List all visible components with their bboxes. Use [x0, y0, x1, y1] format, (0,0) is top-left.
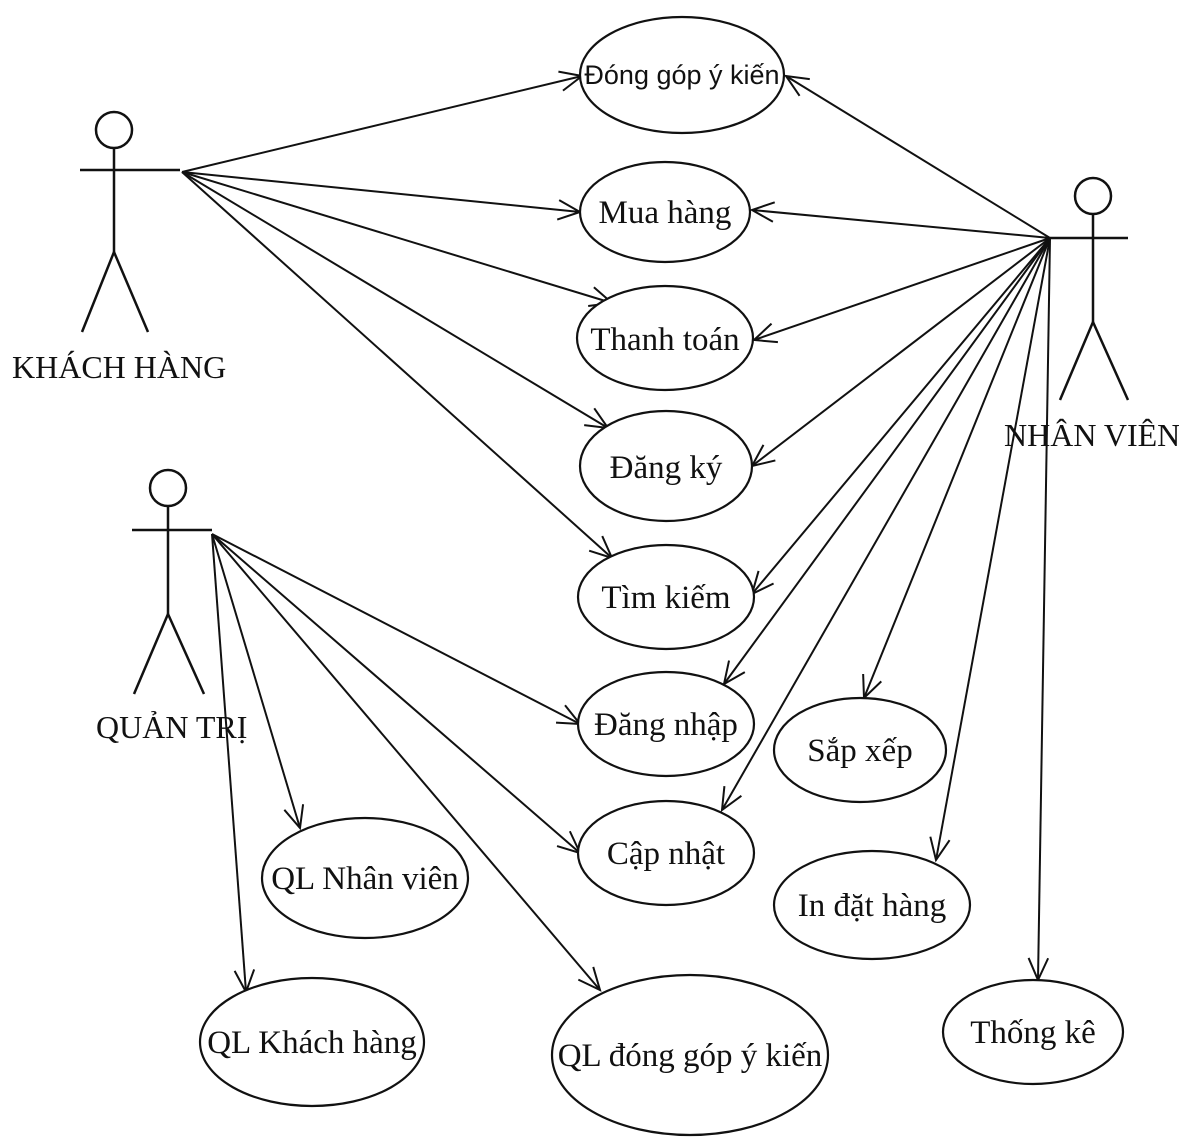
association-nhan_vien-tim_kiem [750, 237, 1051, 596]
association-quan_tri-ql_dong_gop_y_kien [211, 533, 602, 992]
use-case-ql-khach-hang: QL Khách hàng [198, 976, 426, 1108]
use-case-dang-ky: Đăng ký [578, 409, 754, 523]
use-case-dang-nhap: Đăng nhập [576, 670, 756, 778]
association-khach_hang-thanh_toan [181, 171, 615, 307]
association-nhan_vien-thong_ke [1027, 237, 1051, 983]
use-case-mua-hang: Mua hàng [578, 160, 752, 264]
association-quan_tri-dang_nhap [211, 533, 583, 726]
svg-text:In đặt hàng: In đặt hàng [798, 888, 946, 924]
actor-leg-left [1058, 321, 1095, 401]
svg-text:QL đóng góp ý kiến: QL đóng góp ý kiến [558, 1038, 823, 1074]
use-case-tim-kiem: Tìm kiếm [576, 543, 756, 651]
use-cases: Đóng góp ý kiến Mua hàng Thanh toán Đăng… [198, 15, 1125, 1137]
use-case-sap-xep: Sắp xếp [772, 696, 948, 804]
association-quan_tri-ql_nhan_vien [211, 533, 305, 831]
association-khach_hang-mua_hang [181, 171, 583, 221]
svg-text:Cập nhật: Cập nhật [607, 836, 725, 872]
svg-text:Thống kê: Thống kê [970, 1015, 1096, 1051]
association-nhan_vien-mua_hang [749, 201, 1051, 239]
svg-text:QL Khách hàng: QL Khách hàng [207, 1025, 417, 1061]
association-khach_hang-dong_gop_y_kien [181, 70, 585, 173]
svg-text:Đăng ký: Đăng ký [610, 450, 723, 486]
association-khach_hang-dang_ky [181, 171, 611, 430]
svg-text:Tìm kiếm: Tìm kiếm [601, 580, 731, 616]
association-nhan_vien-in_dat_hang [929, 237, 1051, 863]
use-case-ql-dong-gop-y-kien: QL đóng góp ý kiến [550, 973, 830, 1137]
actor-head [94, 110, 134, 150]
actor-leg-left [132, 613, 170, 695]
svg-text:QL Nhân viên: QL Nhân viên [271, 861, 459, 897]
actor-quan-tri: QUẢN TRỊ [96, 468, 247, 745]
use-case-thong-ke: Thống kê [941, 978, 1125, 1086]
association-quan_tri-cap_nhat [211, 533, 582, 855]
actor-leg-right [1091, 321, 1130, 401]
svg-text:Mua hàng: Mua hàng [599, 195, 732, 231]
association-nhan_vien-dong_gop_y_kien [783, 74, 1051, 239]
use-case-ql-nhan-vien: QL Nhân viên [260, 816, 470, 940]
actor-leg-right [166, 613, 206, 695]
use-case-dong-gop-y-kien: Đóng góp ý kiến [578, 15, 786, 135]
svg-text:Sắp xếp: Sắp xếp [807, 733, 912, 769]
association-lines [181, 70, 1051, 995]
use-case-in-dat-hang: In đặt hàng [772, 849, 972, 961]
association-khach_hang-tim_kiem [181, 171, 614, 560]
association-nhan_vien-cap_nhat [720, 237, 1051, 813]
actor-head [148, 468, 188, 508]
use-case-thanh-toan: Thanh toán [575, 284, 755, 392]
svg-text:Đóng góp ý kiến: Đóng góp ý kiến [584, 60, 779, 90]
actor-nhan-vien: NHÂN VIÊN [1004, 176, 1179, 453]
association-nhan_vien-sap_xep [862, 237, 1051, 701]
use-case-cap-nhat: Cập nhật [576, 799, 756, 907]
actor-head [1073, 176, 1113, 216]
actor-leg-right [112, 251, 150, 333]
actor-label-quan-tri: QUẢN TRỊ [96, 709, 247, 745]
svg-text:Thanh toán: Thanh toán [590, 322, 739, 358]
actor-khach-hang: KHÁCH HÀNG [12, 110, 226, 385]
svg-text:Đăng nhập: Đăng nhập [594, 707, 738, 743]
actor-label-nhan-vien: NHÂN VIÊN [1004, 417, 1179, 453]
actor-label-khach-hang: KHÁCH HÀNG [12, 349, 226, 385]
actor-leg-left [80, 251, 116, 333]
